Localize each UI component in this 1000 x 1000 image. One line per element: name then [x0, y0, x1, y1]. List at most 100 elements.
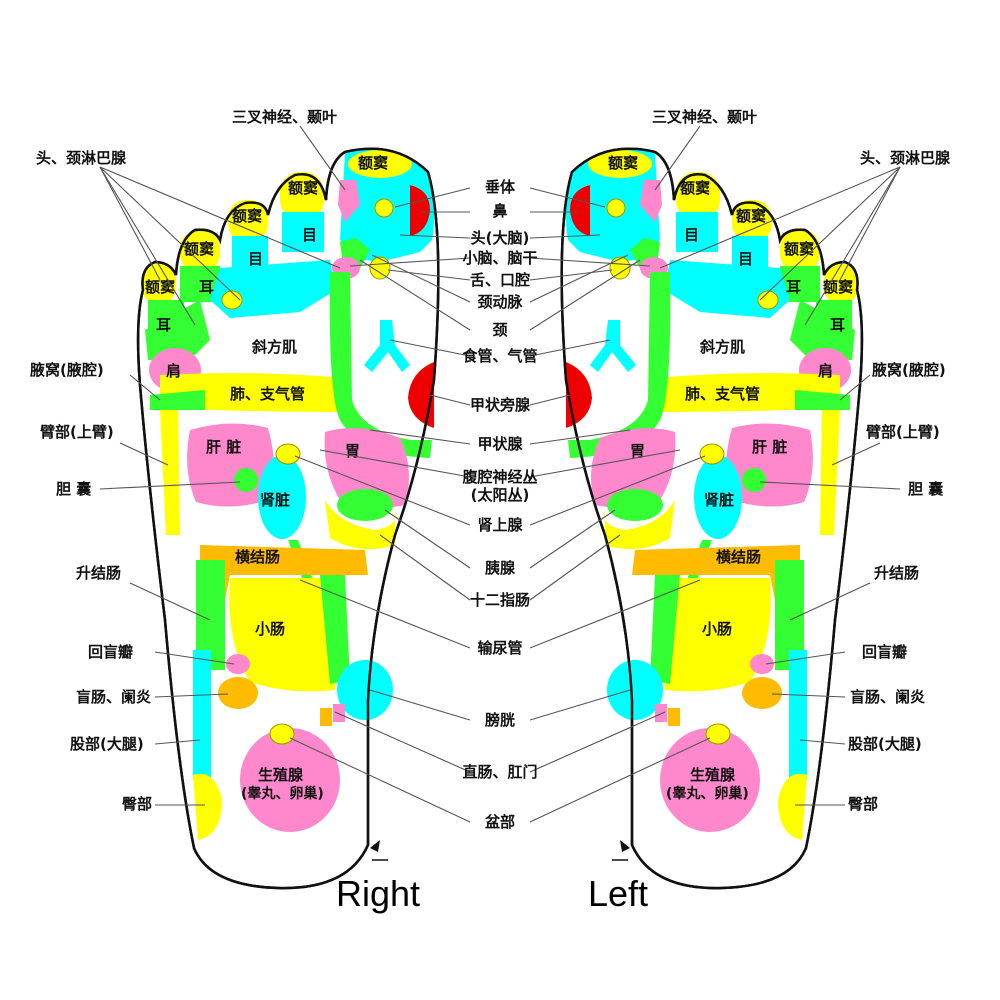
right-transverse-colon — [200, 545, 368, 600]
rectum-label: 直肠、肛门 — [462, 763, 537, 781]
left-pelvis-dot — [705, 723, 731, 745]
right-ascending-colon-label: 升结肠 — [76, 564, 121, 582]
left-rectum-b — [655, 704, 667, 722]
left-lung-label: 肺、支气管 — [685, 385, 760, 403]
right-trigeminal-label: 三叉神经、颞叶 — [232, 108, 337, 126]
right-foot-map: 额窦 额窦 额窦 额窦 额窦 目 目 耳 耳 斜方肌 肩 肺、支气管 肝 脏 胃… — [136, 147, 440, 890]
left-duodenum — [604, 500, 675, 550]
left-sinus3-label: 额窦 — [736, 207, 766, 225]
right-upper-arm-strip — [160, 405, 180, 535]
right-toe4 — [180, 230, 220, 272]
right-thigh-label: 股部(大腿) — [70, 735, 144, 753]
left-upper-arm-label: 臂部(上臂) — [866, 423, 940, 441]
left-adrenal — [699, 443, 725, 465]
left-foot-outline-stroke — [560, 147, 864, 890]
left-pituitary-dot — [606, 198, 626, 218]
left-toe2-stem — [676, 212, 718, 252]
right-ear-dot1 — [221, 290, 243, 310]
right-buttock-label: 臀部 — [122, 795, 152, 813]
left-sinus4-label: 额窦 — [784, 240, 814, 258]
right-lateral-green — [145, 300, 210, 360]
right-adrenal — [275, 443, 301, 465]
left-eye2-label: 目 — [738, 250, 753, 268]
left-reproductive-sub-label: (睾丸、卵巢) — [666, 785, 749, 802]
right-cecum — [218, 677, 258, 709]
celiac-label: 腹腔神经丛 — [462, 468, 537, 486]
right-kidney — [258, 455, 306, 539]
left-lung-band — [655, 373, 840, 412]
left-ileocecal — [750, 654, 774, 674]
right-sinus-big — [348, 150, 412, 178]
right-stomach-green — [329, 272, 432, 458]
right-ear1-label: 耳 — [199, 278, 214, 296]
right-armpit-label: 腋窝(腋腔) — [30, 361, 104, 379]
celiac-sub-label: (太阳丛) — [471, 486, 530, 504]
neck-label: 颈 — [491, 321, 507, 339]
right-sinus2-label: 额窦 — [288, 179, 318, 197]
right-toe5 — [142, 264, 176, 304]
head-brain-label: 头(大脑) — [471, 229, 530, 247]
right-buttock — [193, 773, 222, 840]
right-lung-green — [150, 390, 205, 410]
left-tongue — [609, 256, 631, 280]
left-pancreas-green — [607, 489, 663, 521]
left-thigh-strip — [789, 650, 807, 780]
left-ear1-label: 耳 — [786, 278, 801, 296]
left-toe5 — [824, 264, 858, 304]
right-heel-tick — [370, 840, 380, 852]
ureter-label: 输尿管 — [477, 639, 522, 657]
left-lung-green — [795, 390, 850, 410]
left-sinus2-label: 额窦 — [680, 179, 710, 197]
right-pituitary-dot — [374, 198, 394, 218]
left-transverse-colon — [632, 545, 800, 600]
left-ileocecal-label: 回盲瓣 — [862, 643, 907, 661]
left-heel-tick — [620, 840, 630, 852]
parathyroid-label: 甲状旁腺 — [470, 396, 531, 414]
outer-labels: 三叉神经、颞叶 头、颈淋巴腺 腋窝(腋腔) 臂部(上臂) 胆 囊 升结肠 回盲瓣… — [30, 108, 951, 813]
right-eye2-label: 目 — [248, 250, 263, 268]
left-reproductive — [660, 728, 760, 832]
left-esophagus — [590, 320, 636, 372]
left-eye1-label: 目 — [684, 226, 699, 244]
right-descending-colon — [320, 575, 350, 684]
left-head-neck-lymph-label: 头、颈淋巴腺 — [860, 149, 951, 167]
left-small-intestine-label: 小肠 — [702, 620, 732, 638]
right-foot-caption: Right — [336, 873, 420, 914]
right-ileocecal — [226, 654, 250, 674]
left-cecum — [742, 677, 782, 709]
right-transverse-label: 横结肠 — [235, 548, 280, 566]
right-ascending-colon — [196, 560, 225, 670]
right-rectum-b — [333, 704, 345, 722]
right-lung-band — [160, 373, 345, 412]
right-sinus4-label: 额窦 — [184, 240, 214, 258]
right-pancreas-green — [337, 489, 393, 521]
left-trapezius-label: 斜方肌 — [699, 338, 745, 356]
right-pelvis-dot — [269, 723, 295, 745]
right-small-intestine — [229, 578, 339, 692]
right-kidney-label: 肾脏 — [260, 491, 290, 509]
left-heart-label: 肝 脏 — [752, 438, 787, 456]
right-ileocecal-label: 回盲瓣 — [88, 643, 133, 661]
right-stomach-pink — [324, 428, 409, 508]
right-toe2 — [280, 172, 324, 220]
right-head-neck-lymph-label: 头、颈淋巴腺 — [36, 149, 127, 167]
cerebellum-label: 小脑、脑干 — [462, 249, 537, 267]
right-esophagus — [364, 320, 410, 372]
leader-lines — [99, 125, 901, 823]
left-gallbladder-dot — [742, 468, 766, 492]
left-lateral-green — [790, 300, 855, 360]
left-small-intestine — [661, 578, 771, 692]
left-toe4 — [780, 230, 820, 272]
left-big-toe-pink — [640, 180, 662, 222]
tongue-label: 舌、口腔 — [470, 271, 530, 289]
carotid-label: 颈动脉 — [476, 293, 523, 311]
right-sinus3-label: 额窦 — [232, 207, 262, 225]
right-eye1-label: 目 — [302, 226, 317, 244]
right-sinus5-label: 额窦 — [145, 278, 175, 296]
right-trapezius-label: 斜方肌 — [251, 338, 297, 356]
left-gallbladder-label: 胆 囊 — [908, 480, 944, 498]
right-toe3 — [228, 200, 268, 242]
esophagus-label: 食管、气管 — [462, 347, 537, 365]
right-lung-label: 肺、支气管 — [230, 385, 305, 403]
